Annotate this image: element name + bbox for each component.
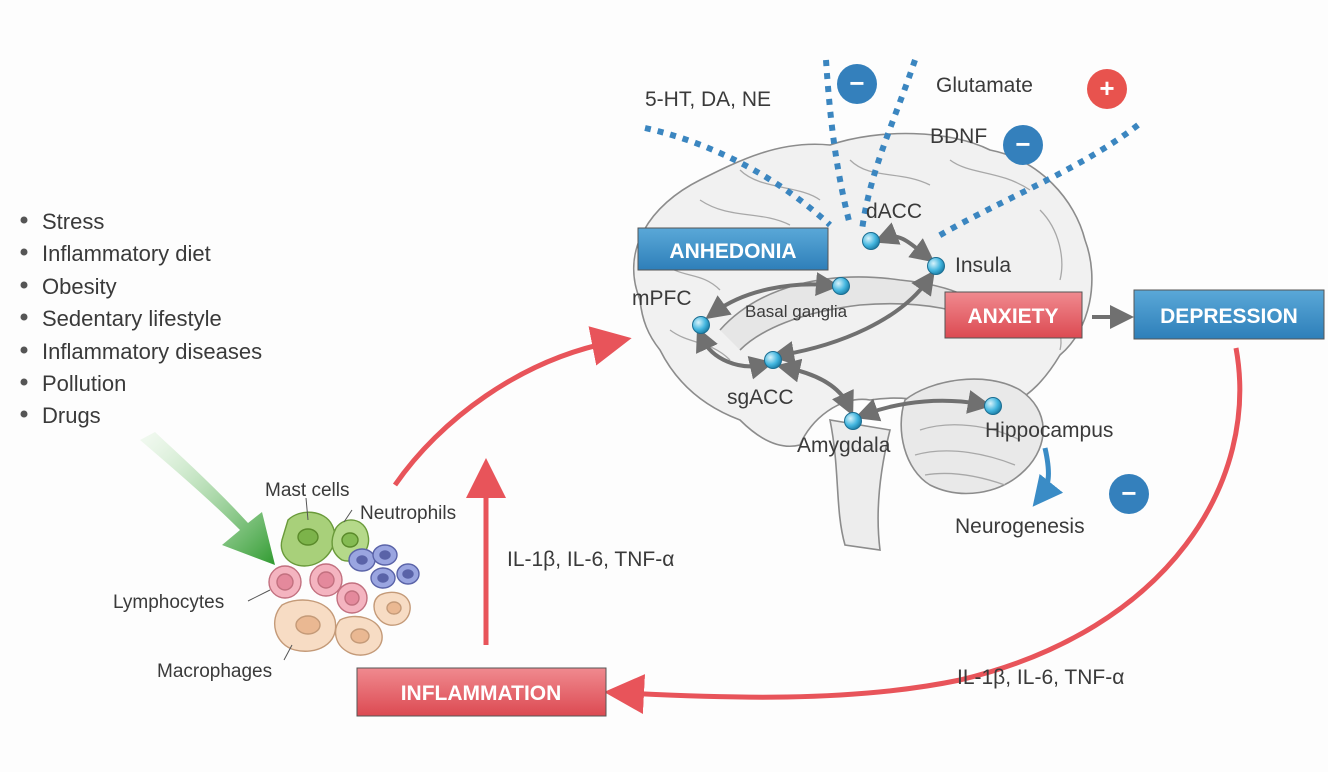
amygdala-node	[844, 412, 862, 430]
brainstem	[828, 419, 891, 551]
mast-cells-label: Mast cells	[265, 480, 349, 501]
risk-factor-list: Stress Inflammatory diet Obesity Sedenta…	[20, 209, 262, 428]
bullet	[20, 378, 28, 386]
connectivity-arrows	[696, 222, 1134, 422]
inflammation-label: INFLAMMATION	[401, 682, 562, 705]
anxiety-label: ANXIETY	[967, 305, 1058, 328]
red-arrows	[392, 326, 1243, 715]
cell-leader-lines	[247, 497, 353, 661]
basal-ganglia-label: Basal ganglia	[745, 302, 848, 321]
cytokines-return-label: IL-1β, IL-6, TNF-α	[957, 666, 1124, 689]
sgacc-label: sgACC	[727, 386, 794, 409]
minus-sign: −	[1015, 129, 1030, 159]
amygdala-hippocampus-arrow	[854, 390, 992, 422]
glutamate-label: Glutamate	[936, 74, 1033, 97]
bullet	[20, 313, 28, 321]
dacc-label: dACC	[866, 200, 922, 223]
sgacc-node	[764, 351, 782, 369]
anhedonia-box: ANHEDONIA	[637, 227, 829, 271]
neutrophil	[348, 544, 420, 589]
sgacc-insula-arrow	[770, 270, 935, 365]
monoamines-label: 5-HT, DA, NE	[645, 88, 771, 111]
mpfc-sgacc-arrow	[696, 327, 774, 380]
risk-factor-item: Sedentary lifestyle	[42, 306, 222, 331]
bdnf-label: BDNF	[930, 125, 987, 148]
risk-factor-item: Inflammatory diet	[42, 241, 211, 266]
mast-cell	[280, 511, 370, 567]
depression-to-inflammation-arrow	[604, 347, 1243, 715]
macrophage	[274, 591, 411, 656]
bdnf-line	[933, 122, 1140, 241]
insula-node	[927, 257, 945, 275]
bullet	[20, 216, 28, 224]
bullet	[20, 410, 28, 418]
minus-sign: −	[849, 68, 864, 98]
risk-factor-item: Inflammatory diseases	[42, 339, 262, 364]
mpfc-label: mPFC	[632, 287, 692, 310]
monoamine-line-center	[823, 59, 853, 226]
depression-box: DEPRESSION	[1133, 289, 1325, 340]
sgacc-amygdala-arrow	[776, 358, 854, 416]
macrophages-label: Macrophages	[157, 661, 272, 682]
hippocampus-neurogenesis-arrow	[1032, 447, 1064, 507]
hippocampus-label: Hippocampus	[985, 419, 1113, 442]
cells-to-brain-arrow	[392, 326, 632, 487]
effect-badges: − + − −	[837, 64, 1149, 514]
monoamine-line-left	[644, 125, 833, 228]
green-arrow	[140, 432, 275, 565]
inflammation-box: INFLAMMATION	[356, 667, 607, 717]
lymphocytes-label: Lymphocytes	[113, 592, 224, 613]
basal-ganglia-node	[832, 277, 850, 295]
neurogenesis-minus-badge: −	[1109, 474, 1149, 514]
risk-factor-item: Obesity	[42, 274, 117, 299]
risk-factor-item: Pollution	[42, 371, 126, 396]
immune-cell-cluster	[247, 497, 420, 661]
anxiety-box: ANXIETY	[944, 291, 1083, 339]
cytokines-up-label: IL-1β, IL-6, TNF-α	[507, 548, 674, 571]
neurotransmitter-lines	[644, 59, 1140, 241]
glutamate-line	[859, 59, 918, 231]
depression-label: DEPRESSION	[1160, 305, 1298, 328]
amygdala-label: Amygdala	[797, 434, 891, 457]
insula-label: Insula	[955, 254, 1011, 277]
risk-factor-item: Stress	[42, 209, 104, 234]
anhedonia-label: ANHEDONIA	[669, 240, 796, 263]
plus-sign: +	[1099, 73, 1114, 103]
region-nodes	[692, 232, 1002, 430]
minus-sign: −	[1121, 478, 1136, 508]
glutamate-plus-badge: +	[1087, 69, 1127, 109]
neurogenesis-label: Neurogenesis	[955, 515, 1085, 538]
risk-factor-item: Drugs	[42, 403, 101, 428]
dacc-node	[862, 232, 880, 250]
hippocampus-node	[984, 397, 1002, 415]
lymphocyte	[268, 563, 368, 614]
bullet	[20, 248, 28, 256]
mpfc-node	[692, 316, 710, 334]
bullet	[20, 281, 28, 289]
bdnf-minus-badge: −	[1003, 125, 1043, 165]
bullet	[20, 346, 28, 354]
monoamine-minus-badge: −	[837, 64, 877, 104]
neutrophils-label: Neutrophils	[360, 503, 456, 524]
dacc-insula-arrow	[873, 222, 935, 263]
